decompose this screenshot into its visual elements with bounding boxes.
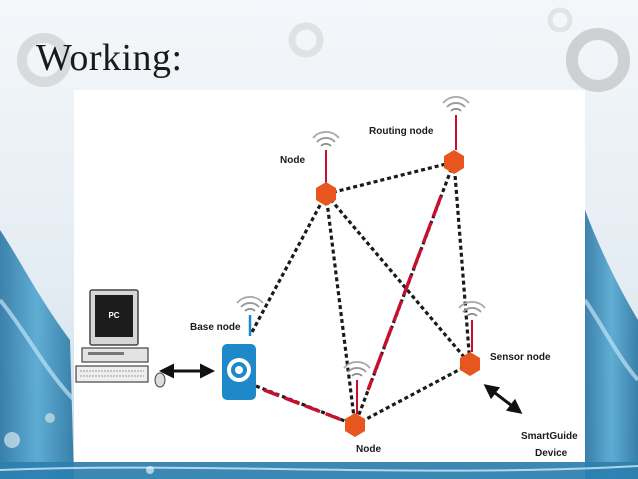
network-diagram: PC Base node Node: [74, 90, 585, 462]
node-top-label: Node: [280, 155, 305, 166]
ring-decoration-left: [17, 33, 71, 87]
routing-node-label: Routing node: [369, 126, 434, 137]
routing-node: Routing node: [369, 96, 470, 174]
double-arrow-icon: [483, 384, 523, 414]
link-base-to-node-top: [250, 193, 328, 333]
base-node-label: Base node: [190, 322, 241, 333]
bubble-decoration: [4, 432, 20, 448]
link-node-top-to-sensor: [324, 192, 472, 366]
node-bottom: Node: [343, 361, 381, 455]
smartguide-device-label-line2: Device: [535, 448, 568, 459]
slide-title: Working:: [36, 37, 183, 79]
link-node-bottom-to-sensor: [354, 362, 471, 427]
wireless-signal-icon: [442, 96, 470, 112]
bubble-decoration: [146, 466, 154, 474]
ring-decoration-mid: [288, 22, 324, 58]
sensor-node-label: Sensor node: [490, 352, 551, 363]
link-node-top-to-routing: [325, 160, 455, 196]
link-node-top-to-node-bottom: [324, 193, 357, 426]
right-wave-streak: [583, 298, 638, 382]
mesh-links: [250, 160, 472, 427]
bubble-decoration: [45, 413, 55, 423]
route-highlight: [366, 195, 443, 391]
desktop-computer-icon: PC: [75, 289, 166, 388]
pc-label: PC: [108, 311, 119, 320]
wireless-signal-icon: [458, 301, 486, 317]
node-top: Node: [280, 131, 340, 206]
wireless-signal-icon: [312, 131, 340, 147]
ring-decoration-right: [566, 28, 630, 92]
smartguide-device-label-line1: SmartGuide: [521, 431, 578, 442]
link-routing-to-sensor: [452, 161, 472, 365]
sensor-node: Sensor node: [458, 301, 551, 376]
ring-decoration-right-2: [547, 7, 573, 33]
active-route: [255, 161, 456, 427]
wireless-signal-icon: [236, 296, 264, 312]
base-node: Base node: [190, 296, 264, 400]
left-wave-streak: [0, 298, 76, 402]
route-highlight: [263, 388, 343, 422]
node-bottom-label: Node: [356, 444, 381, 455]
